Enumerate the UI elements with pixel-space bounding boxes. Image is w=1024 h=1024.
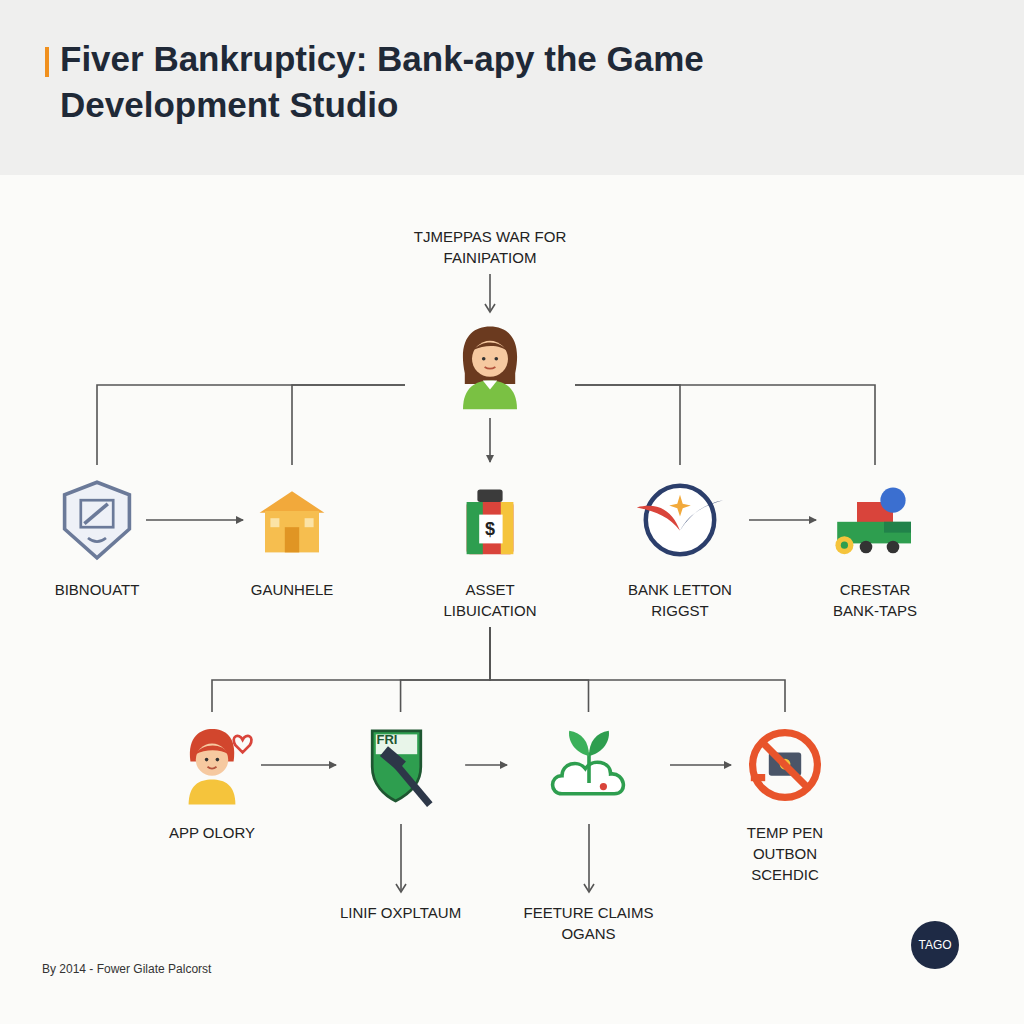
node-label: APP OLORY [169, 822, 255, 843]
icon-node: TEMP PEN OUTBON SCEHDIC [735, 712, 835, 885]
node-icon [167, 712, 257, 818]
down-arrow [480, 268, 500, 318]
connector [465, 764, 507, 766]
node-icon [830, 465, 920, 575]
connector [212, 627, 490, 712]
node-icon [544, 712, 634, 818]
icon-node: LINIF OXPLTAUM [340, 712, 461, 923]
icon-node: BIBNOUATT [52, 465, 142, 600]
connector [490, 627, 785, 712]
node-label: GAUNHELE [251, 579, 334, 600]
connector [401, 627, 490, 712]
node-label: TEMP PEN OUTBON SCEHDIC [735, 822, 835, 885]
currency-sign: $ [485, 519, 495, 540]
down-arrow [391, 818, 411, 898]
connector [670, 764, 731, 766]
node-label: BIBNOUATT [55, 579, 140, 600]
icon-node: FEETURE CLAIMS OGANS [511, 712, 666, 944]
icon-node: ASSET LIBUICATION [425, 465, 555, 621]
connector [261, 764, 336, 766]
accent-bar [45, 47, 49, 77]
connector [489, 418, 491, 462]
node-label: FEETURE CLAIMS OGANS [511, 902, 666, 944]
node-icon [52, 465, 142, 575]
connector [292, 385, 405, 465]
node-label: BANK LETTON RIGGST [615, 579, 745, 621]
icon-node: TJMEPPAS WAR FOR FAINIPATIOM [405, 222, 575, 414]
connector [749, 519, 816, 521]
node-icon [635, 465, 725, 575]
node-icon [445, 318, 535, 414]
node-label: TAGO [918, 938, 951, 952]
footer-note: By 2014 - Fower Gilate Palcorst [42, 962, 211, 976]
connector [97, 385, 405, 465]
icon-node: BANK LETTON RIGGST [615, 465, 745, 621]
connector [490, 627, 589, 712]
icon-node: CRESTAR BANK-TAPS [820, 465, 930, 621]
node-label: TJMEPPAS WAR FOR FAINIPATIOM [405, 226, 575, 268]
down-arrow [579, 818, 599, 898]
shield-mark: FRI [377, 732, 398, 747]
node-icon [356, 712, 446, 818]
logo-badge: TAGO [911, 921, 959, 969]
node-label: LINIF OXPLTAUM [340, 902, 461, 923]
node-label: ASSET LIBUICATION [425, 579, 555, 621]
node-label: CRESTAR BANK-TAPS [820, 579, 930, 621]
connector [146, 519, 243, 521]
icon-node: APP OLORY [167, 712, 257, 843]
connector [575, 385, 875, 465]
icon-node: GAUNHELE [247, 465, 337, 600]
node-icon [740, 712, 830, 818]
connector [575, 385, 680, 465]
diagram-title: Fiver Bankrupticy: Bank-apy the Game Dev… [60, 36, 860, 128]
node-icon [247, 465, 337, 575]
